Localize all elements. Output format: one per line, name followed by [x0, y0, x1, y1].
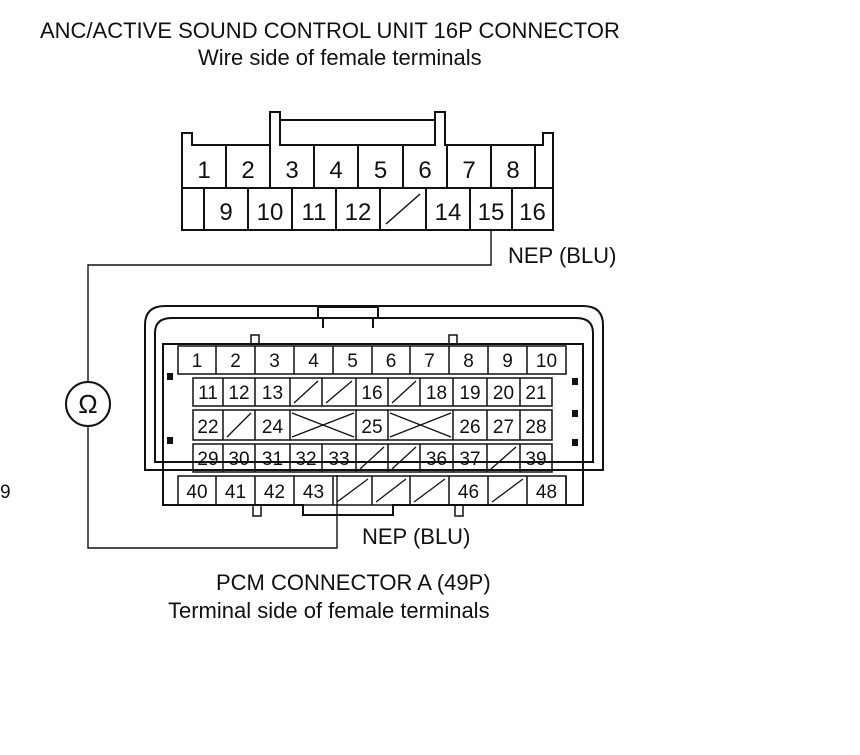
pcm-post — [454, 504, 464, 517]
pin-label: 14 — [435, 199, 462, 226]
pcm-connector-shell-outer — [144, 305, 604, 471]
pin-label: 12 — [228, 383, 249, 404]
pcm-key-mark — [572, 378, 578, 385]
pcm-post — [252, 504, 262, 517]
pin-label: 11 — [198, 383, 218, 404]
pcm-key-mark — [167, 437, 173, 444]
pin-label: 31 — [262, 449, 283, 470]
pin-label: 37 — [459, 449, 480, 470]
unused-pin-mark — [336, 478, 369, 503]
pin-label: 30 — [228, 449, 249, 470]
pin-label: 7 — [424, 351, 435, 372]
pin-label: 3 — [285, 157, 298, 184]
ohmmeter-symbol: Ω — [78, 389, 97, 419]
anc-probe-wire — [87, 230, 492, 382]
pin-label: 1 — [197, 157, 210, 184]
unused-pin-mark — [491, 478, 524, 503]
pcm-top-latch — [317, 306, 379, 318]
pin-label: 21 — [525, 383, 546, 404]
anc-connector-view: Wire side of female terminals — [198, 45, 482, 70]
unused-pin-mark — [413, 478, 446, 503]
pcm-connector-shell-inner — [154, 317, 594, 463]
pin-row — [192, 377, 553, 407]
pcm-probe-wire — [87, 426, 338, 549]
pin-label: 5 — [347, 351, 358, 372]
pin-label: 10 — [536, 351, 557, 372]
pin-label: 27 — [493, 417, 514, 438]
pin-label: 3 — [269, 351, 280, 372]
unused-pin-mark — [375, 478, 407, 503]
pcm-wire-label: NEP (BLU) — [362, 524, 470, 549]
unused-pin-mark — [385, 193, 421, 225]
pin-label: 48 — [536, 482, 557, 503]
pin-label: 29 — [197, 449, 218, 470]
pin-label: 9 — [502, 351, 513, 372]
pin-label: 36 — [426, 449, 447, 470]
unused-pin-mark — [325, 380, 353, 404]
pin-label: 41 — [225, 482, 246, 503]
pin-label: 18 — [426, 383, 447, 404]
unused-pin-mark — [293, 380, 319, 404]
anc-wire-label: NEP (BLU) — [508, 243, 616, 268]
unused-pin-mark — [391, 380, 417, 404]
pcm-connector-view: Terminal side of female terminals — [168, 598, 490, 623]
pin-label: 46 — [458, 482, 479, 503]
pin-label: 39 — [525, 449, 546, 470]
anc-connector-title: ANC/ACTIVE SOUND CONTROL UNIT 16P CONNEC… — [40, 18, 620, 43]
pcm-key-mark — [167, 373, 173, 380]
pin-label: 16 — [519, 199, 546, 226]
pin-label: 13 — [262, 383, 283, 404]
pin-label: 8 — [463, 351, 474, 372]
pin-row — [192, 443, 553, 473]
pin-label: 2 — [241, 157, 254, 184]
pin-label: 33 — [328, 449, 349, 470]
pin-label: 16 — [361, 383, 382, 404]
pin-label: 24 — [262, 417, 284, 438]
pin-label: 25 — [361, 417, 382, 438]
pin-row — [192, 409, 553, 441]
pin-label: 22 — [197, 417, 218, 438]
pcm-key-mark — [572, 410, 578, 417]
pin-label: 42 — [264, 482, 285, 503]
pin-label: 6 — [418, 157, 431, 184]
pin-label: 4 — [308, 351, 319, 372]
pcm-connector-title: PCM CONNECTOR A (49P) — [216, 570, 491, 595]
unused-pin-mark — [389, 412, 452, 438]
pin-label: 4 — [329, 157, 342, 184]
pcm-post — [250, 334, 260, 345]
pin-label: 10 — [257, 199, 284, 226]
pin-label: 20 — [493, 383, 514, 404]
pin-label: 12 — [345, 199, 372, 226]
unused-pin-mark — [291, 412, 355, 438]
pcm-post — [448, 334, 458, 345]
pin-label: 49 — [0, 482, 11, 503]
pin-label: 28 — [525, 417, 546, 438]
pin-label: 15 — [478, 199, 505, 226]
pin-label: 32 — [295, 449, 316, 470]
unused-pin-mark — [490, 446, 517, 470]
pin-label: 5 — [374, 157, 387, 184]
pin-label: 26 — [459, 417, 480, 438]
pin-label: 6 — [386, 351, 397, 372]
pin-label: 7 — [462, 157, 475, 184]
pcm-key-mark — [572, 439, 578, 446]
pin-label: 43 — [303, 482, 324, 503]
anc-connector-housing — [181, 111, 554, 231]
pin-label: 9 — [219, 199, 232, 226]
pin-label: 2 — [230, 351, 241, 372]
pin-label: 1 — [192, 351, 203, 372]
pin-label: 11 — [302, 199, 327, 226]
pin-label: 8 — [506, 157, 519, 184]
unused-pin-mark — [391, 446, 417, 470]
pin-label: 40 — [186, 482, 207, 503]
unused-pin-mark — [226, 412, 252, 438]
unused-pin-mark — [359, 446, 385, 470]
pin-label: 19 — [459, 383, 480, 404]
